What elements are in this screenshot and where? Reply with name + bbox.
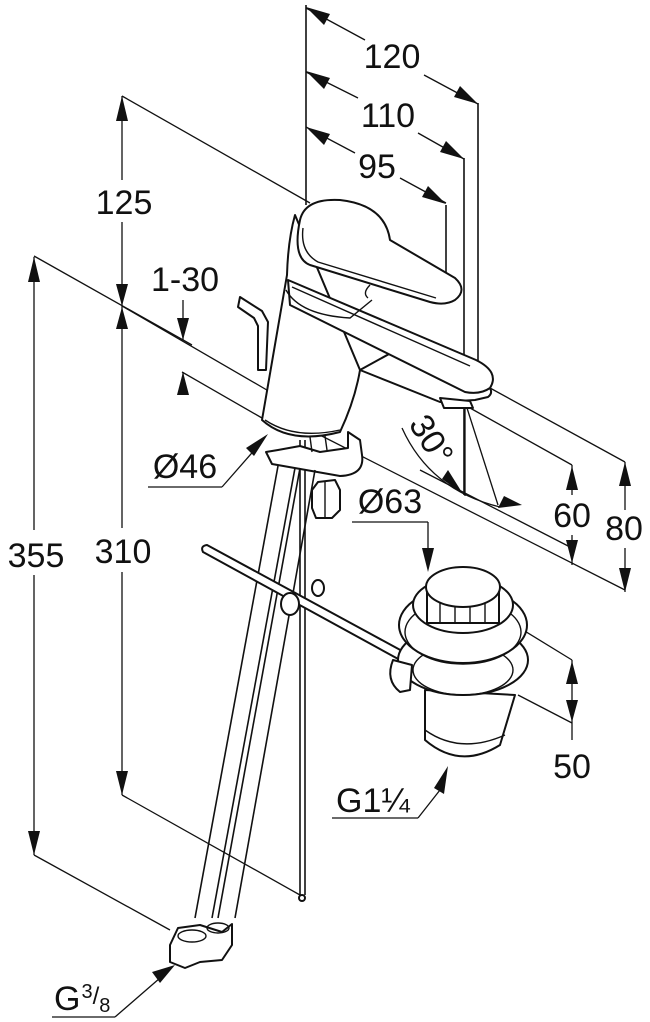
- label-waste-thread: G1¼: [336, 782, 410, 820]
- waste-body-ring: [424, 729, 506, 745]
- arrow: [454, 86, 478, 104]
- waste-thread-main: G1: [336, 782, 381, 820]
- spout-edge: [291, 286, 471, 367]
- stud-lines: [309, 435, 328, 453]
- arrow: [116, 284, 128, 306]
- arrow: [116, 307, 128, 329]
- hose-thread-denominator: 8: [99, 995, 110, 1017]
- arrow: [306, 7, 330, 25]
- hose-right-b: [234, 469, 316, 919]
- arrow: [619, 462, 631, 486]
- label-hose-thread: G3/8: [54, 980, 110, 1018]
- hoses: [169, 465, 316, 969]
- arrow: [566, 661, 578, 684]
- hose-thread-numerator: 3: [81, 981, 92, 1003]
- arrow: [306, 71, 330, 89]
- clamp-body: [280, 592, 300, 616]
- ext-80-top: [489, 387, 626, 463]
- label-120: 120: [364, 38, 421, 76]
- waste-fitting: [389, 566, 529, 758]
- label-diameter-63: Ø63: [358, 483, 422, 521]
- ext-310-bottom: [121, 794, 301, 896]
- hose-thread-main: G: [54, 980, 80, 1018]
- ext-355-top: [33, 255, 193, 346]
- ext-50-bottom: [517, 694, 573, 724]
- base-bottom: [264, 419, 341, 435]
- label-80: 80: [605, 510, 643, 548]
- waste-thread-fraction: ¼: [381, 782, 410, 820]
- hose-right-a: [217, 467, 301, 919]
- arrow: [177, 318, 189, 340]
- label-30-degrees: 30°: [401, 408, 460, 472]
- arrow: [566, 466, 578, 490]
- leader-g114: [417, 789, 441, 819]
- dimension-lines: [28, 7, 631, 1018]
- hex-nut: [311, 479, 341, 519]
- label-355: 355: [8, 537, 65, 575]
- arrow: [152, 965, 175, 983]
- label-125: 125: [96, 184, 153, 222]
- arrow: [116, 96, 128, 121]
- nut-ring-1: [177, 929, 207, 943]
- arrow: [566, 540, 578, 563]
- label-diameter-46: Ø46: [153, 448, 217, 486]
- rod-end: [298, 894, 306, 902]
- outlet-angled: [466, 407, 499, 506]
- arrow: [422, 186, 446, 204]
- hose-left-b: [211, 467, 296, 919]
- outlet-base-line: [419, 469, 573, 549]
- arrow: [566, 700, 578, 722]
- hose-left-a: [194, 465, 279, 919]
- arrow: [177, 372, 189, 395]
- label-110: 110: [361, 97, 415, 135]
- arrow: [442, 470, 463, 494]
- arrow: [434, 766, 448, 794]
- linkage: [201, 544, 405, 661]
- tap-body-shape: [261, 214, 493, 438]
- arrow: [116, 771, 128, 795]
- label-95: 95: [358, 148, 396, 186]
- leader-g38: [114, 977, 161, 1018]
- lever-handle: [296, 198, 463, 305]
- waste-body-lower: [424, 689, 516, 758]
- arrow: [246, 434, 268, 456]
- body-ring: [285, 289, 373, 319]
- pop-up-rod: [237, 296, 269, 371]
- arrow: [619, 568, 631, 592]
- ext-355-bottom: [33, 854, 171, 931]
- arrow: [422, 548, 434, 572]
- arrow: [306, 127, 330, 145]
- arrow: [440, 141, 464, 159]
- angle-arc: [401, 427, 501, 508]
- clamp-screw: [311, 579, 325, 597]
- lever-edge: [301, 227, 437, 299]
- ext-deck-bottom: [181, 371, 263, 419]
- mounting-plate: [265, 431, 364, 477]
- label-1-30: 1-30: [151, 261, 219, 299]
- hose-thread-slash: /: [93, 983, 100, 1010]
- lever-slot: [364, 284, 371, 299]
- waste-lever-arm: [389, 659, 413, 693]
- waste-plug: [425, 566, 501, 608]
- label-50: 50: [553, 748, 591, 786]
- ext-deck-top: [121, 305, 273, 394]
- label-310: 310: [95, 533, 152, 571]
- label-60: 60: [553, 497, 591, 535]
- waste-cage-bars: [439, 595, 486, 624]
- arrow: [28, 831, 40, 855]
- dimension-labels: 120 110 95 125 1-30 Ø46 Ø63 30° 60 80 35…: [8, 38, 643, 1018]
- horizontal-rod: [201, 544, 405, 661]
- outlet-aerator: [439, 397, 474, 409]
- nut-ring-2: [206, 922, 230, 934]
- tap-body: [237, 198, 494, 519]
- ext-60-top: [469, 407, 573, 466]
- connection-nuts: [169, 923, 233, 969]
- arrow: [498, 496, 522, 508]
- arrow: [28, 257, 40, 282]
- ext-125-top: [121, 95, 311, 204]
